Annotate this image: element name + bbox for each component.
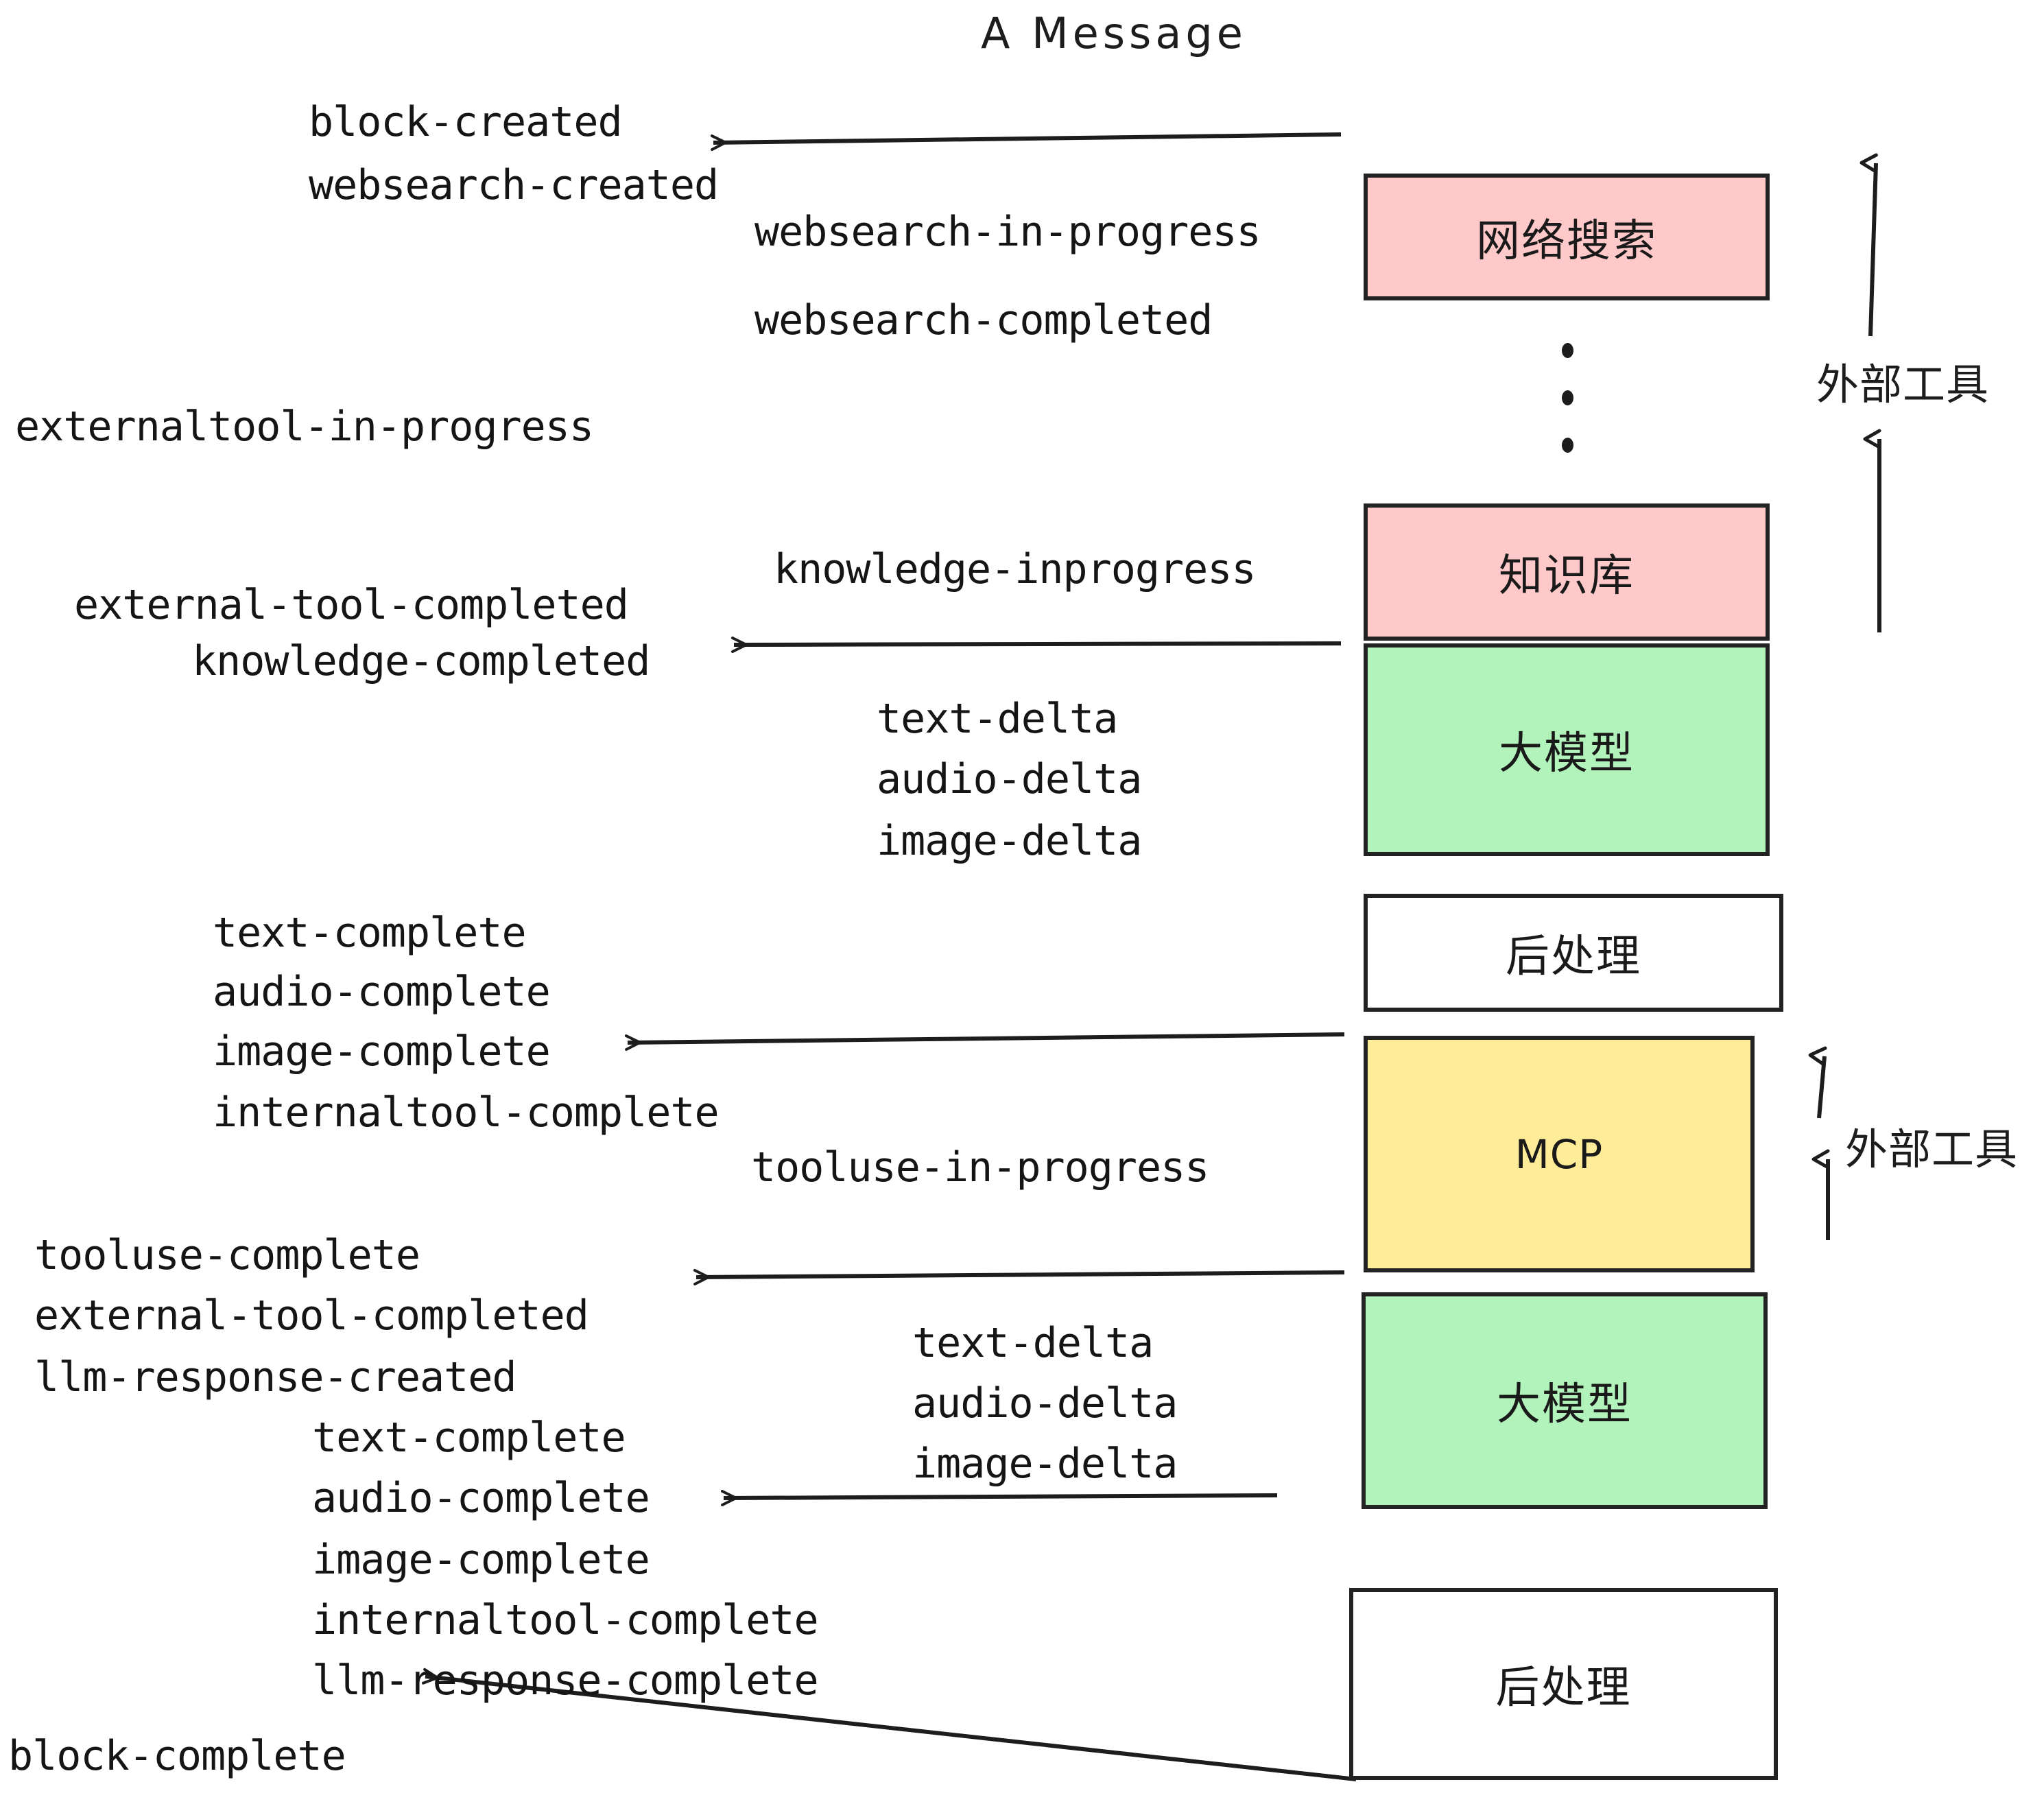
arrow-websearch-created <box>710 132 1342 152</box>
arrow-tooluse-complete <box>693 1269 1345 1286</box>
event-websearch-created: websearch-created <box>309 161 719 209</box>
event-audio-complete-2: audio-complete <box>312 1474 650 1522</box>
node-websearch[interactable]: 网络搜索 <box>1364 174 1770 300</box>
event-knowledge-inprogress: knowledge-inprogress <box>774 545 1256 593</box>
label-external-tools-bottom: 外部工具 <box>1845 1124 2019 1174</box>
event-internaltool-complete-1: internaltool-complete <box>213 1089 720 1137</box>
event-external-tool-completed-2: external-tool-completed <box>34 1292 589 1340</box>
node-llm-bottom[interactable]: 大模型 <box>1362 1292 1768 1509</box>
event-tooluse-complete: tooluse-complete <box>34 1231 420 1279</box>
event-llm-response-created: llm-response-created <box>34 1353 516 1401</box>
node-postprocess-top[interactable]: 后处理 <box>1364 894 1783 1012</box>
event-websearch-completed: websearch-completed <box>754 296 1213 344</box>
event-image-complete-1: image-complete <box>213 1028 551 1076</box>
event-tooluse-in-progress: tooluse-in-progress <box>751 1143 1209 1191</box>
event-llm-response-complete: llm-response-complete <box>312 1657 819 1705</box>
node-postprocess-bottom[interactable]: 后处理 <box>1349 1588 1778 1780</box>
arrow-external-tools-bottom-up <box>1808 1046 1827 1119</box>
event-externaltool-in-progress: externaltool-in-progress <box>15 403 594 451</box>
vertical-ellipsis <box>1560 343 1574 453</box>
event-internaltool-complete-2: internaltool-complete <box>312 1596 819 1644</box>
arrow-image-complete <box>624 1032 1345 1052</box>
event-image-complete-2: image-complete <box>312 1536 650 1584</box>
event-knowledge-completed: knowledge-completed <box>192 637 650 685</box>
arrow-knowledge-completed <box>730 637 1342 654</box>
arrow-audio-complete <box>720 1490 1278 1507</box>
event-image-delta-2: image-delta <box>912 1440 1178 1488</box>
event-audio-complete-1: audio-complete <box>213 968 551 1016</box>
event-block-complete: block-complete <box>8 1732 346 1780</box>
event-text-delta-1: text-delta <box>877 695 1118 743</box>
node-llm-top[interactable]: 大模型 <box>1364 643 1770 856</box>
event-block-created: block-created <box>309 98 623 146</box>
ellipsis-dot <box>1561 343 1573 358</box>
node-mcp[interactable]: MCP <box>1364 1036 1755 1272</box>
ellipsis-dot <box>1561 390 1573 405</box>
event-audio-delta-2: audio-delta <box>912 1379 1178 1427</box>
event-websearch-in-progress: websearch-in-progress <box>754 208 1261 256</box>
event-text-delta-2: text-delta <box>912 1319 1154 1367</box>
arrow-external-tools-top-up <box>1859 153 1878 337</box>
label-external-tools-top: 外部工具 <box>1816 359 1990 410</box>
event-text-complete-2: text-complete <box>312 1414 626 1462</box>
ellipsis-dot <box>1561 438 1573 453</box>
diagram-title: A Message <box>981 8 1247 58</box>
event-text-complete-1: text-complete <box>213 909 527 957</box>
event-external-tool-completed-1: external-tool-completed <box>74 581 629 629</box>
node-knowledge-base[interactable]: 知识库 <box>1364 503 1770 641</box>
event-audio-delta-1: audio-delta <box>877 755 1142 803</box>
event-image-delta-1: image-delta <box>877 817 1142 865</box>
